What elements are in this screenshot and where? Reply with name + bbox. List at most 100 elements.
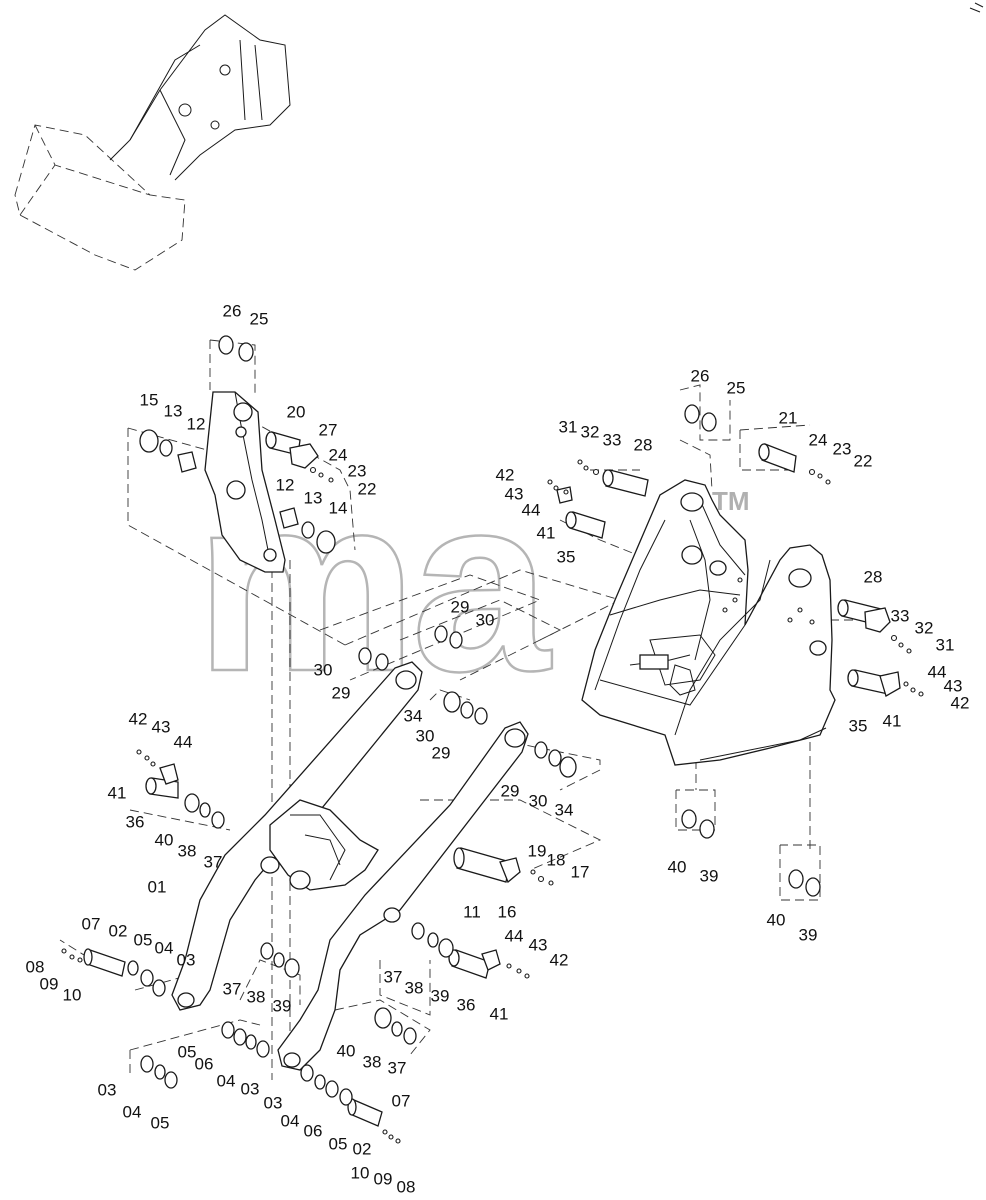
callout-01: 01 [148,877,167,896]
callout-39: 39 [273,996,292,1015]
callout-03: 03 [177,950,196,969]
callout-10: 10 [63,985,82,1004]
pins [83,431,901,1127]
callout-34: 34 [404,706,423,725]
callout-16: 16 [498,902,517,921]
callout-26: 26 [691,366,710,385]
callout-39: 39 [431,986,450,1005]
callout-38: 38 [178,841,197,860]
callout-25: 25 [727,378,746,397]
callout-40: 40 [337,1041,356,1060]
callout-32: 32 [915,618,934,637]
callout-30: 30 [476,610,495,629]
bushings-washers-hardware [61,335,924,1144]
callout-38: 38 [363,1052,382,1071]
callout-38: 38 [247,987,266,1006]
callout-05: 05 [329,1134,348,1153]
callout-40: 40 [767,910,786,929]
callout-37: 37 [223,979,242,998]
callout-42: 42 [129,709,148,728]
callout-03: 03 [98,1080,117,1099]
callout-36: 36 [126,812,145,831]
callout-07: 07 [392,1091,411,1110]
callout-37: 37 [204,852,223,871]
callout-44: 44 [928,662,947,681]
rear-loader-frame [581,479,836,766]
callout-04: 04 [217,1071,236,1090]
callout-25: 25 [250,309,269,328]
callout-23: 23 [833,439,852,458]
callout-04: 04 [155,938,174,957]
callout-39: 39 [700,866,719,885]
callout-35: 35 [557,547,576,566]
callout-05: 05 [151,1113,170,1132]
callout-12: 12 [276,475,295,494]
callout-32: 32 [581,422,600,441]
callout-10: 10 [351,1163,370,1182]
callout-28: 28 [864,567,883,586]
loader-overview-thumbnail [14,2,984,271]
callout-30: 30 [529,791,548,810]
callout-06: 06 [195,1054,214,1073]
callout-29: 29 [432,743,451,762]
callout-08: 08 [26,957,45,976]
callout-24: 24 [329,445,348,464]
callout-03: 03 [241,1079,260,1098]
callout-23: 23 [348,461,367,480]
callout-40: 40 [155,830,174,849]
callout-02: 02 [353,1139,372,1158]
callout-42: 42 [951,693,970,712]
callout-29: 29 [501,781,520,800]
callout-09: 09 [40,974,59,993]
callout-41: 41 [490,1004,509,1023]
callout-13: 13 [164,401,183,420]
callout-44: 44 [174,732,193,751]
callout-31: 31 [559,417,578,436]
callout-34: 34 [555,800,574,819]
lift-arm [171,661,529,1071]
callout-07: 07 [82,914,101,933]
callout-04: 04 [123,1102,142,1121]
callout-30: 30 [416,726,435,745]
callout-09: 09 [374,1169,393,1188]
callout-37: 37 [388,1058,407,1077]
callout-29: 29 [451,597,470,616]
callout-41: 41 [108,783,127,802]
callout-43: 43 [529,935,548,954]
callout-43: 43 [944,676,963,695]
callout-41: 41 [537,523,556,542]
callout-02: 02 [109,921,128,940]
callout-33: 33 [603,430,622,449]
callout-05: 05 [178,1042,197,1061]
callout-27: 27 [319,420,338,439]
bellcrank-bracket [204,391,286,573]
callout-44: 44 [505,926,524,945]
callout-38: 38 [405,978,424,997]
callout-13: 13 [304,488,323,507]
callout-11: 11 [463,902,481,921]
callout-37: 37 [384,967,403,986]
callout-35: 35 [849,716,868,735]
callout-22: 22 [854,451,873,470]
callout-14: 14 [329,498,348,517]
callout-28: 28 [634,435,653,454]
callout-12: 12 [187,414,206,433]
callout-05: 05 [134,930,153,949]
callout-44: 44 [522,500,541,519]
callout-30: 30 [314,660,333,679]
callout-20: 20 [287,402,306,421]
callout-29: 29 [332,683,351,702]
callout-08: 08 [397,1177,416,1196]
callout-42: 42 [496,465,515,484]
callout-43: 43 [505,484,524,503]
callout-41: 41 [883,711,902,730]
callout-33: 33 [891,606,910,625]
callout-26: 26 [223,301,242,320]
callout-31: 31 [936,635,955,654]
callout-43: 43 [152,717,171,736]
callout-17: 17 [571,862,590,881]
callout-42: 42 [550,950,569,969]
callout-39: 39 [799,925,818,944]
callout-18: 18 [547,850,566,869]
